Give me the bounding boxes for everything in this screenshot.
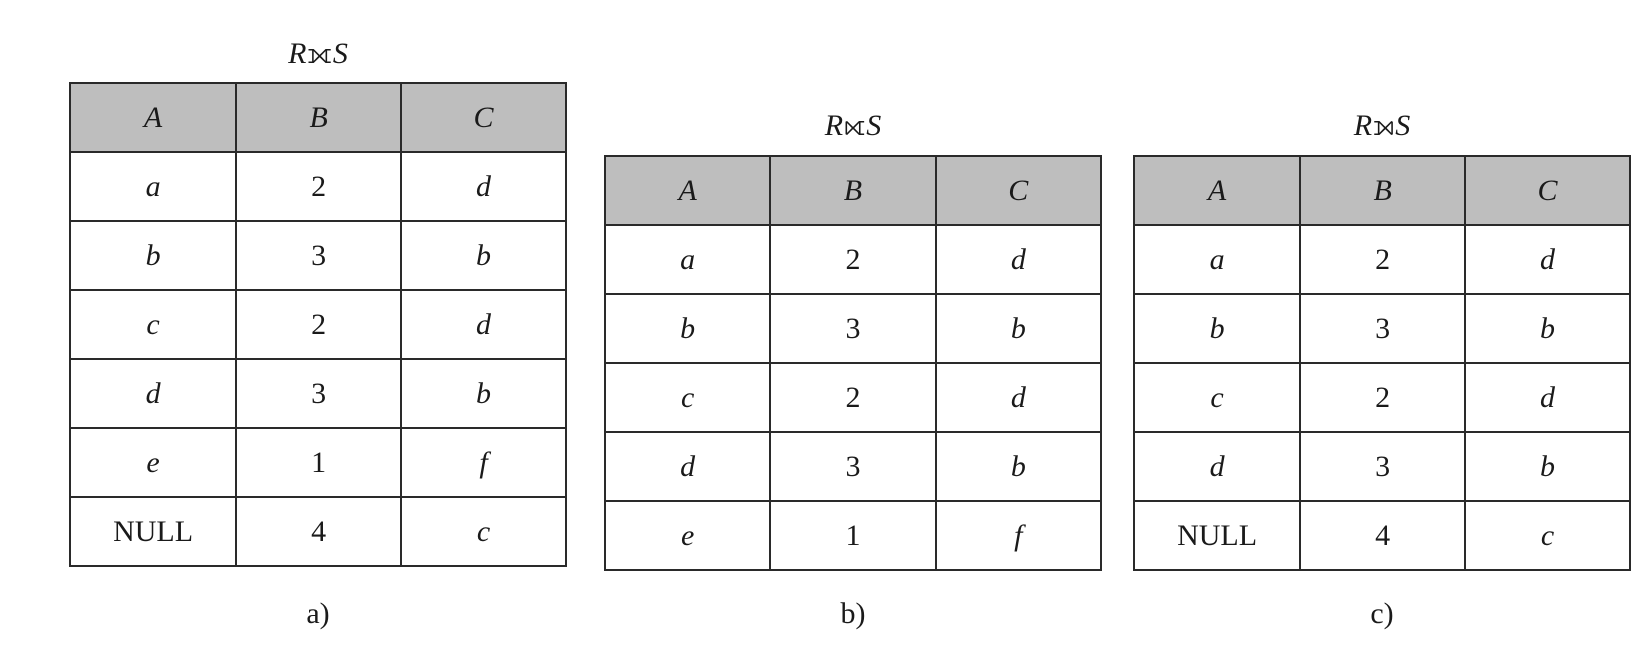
table-cell: NULL (68, 496, 238, 567)
table-cell: c (400, 496, 567, 567)
table-cell: 3 (235, 358, 403, 429)
relation-r-label: R (1353, 109, 1373, 142)
table-cell: f (400, 427, 567, 498)
relation-title: R⟗S (69, 34, 567, 75)
column-header: C (400, 82, 567, 153)
table-cell: 2 (235, 151, 403, 222)
column-header: A (68, 82, 238, 153)
table-cell: d (934, 362, 1103, 433)
table-cell: 2 (769, 362, 937, 433)
table-cell: f (934, 500, 1103, 571)
table-cell: b (934, 431, 1103, 502)
right-outer-join-symbol: ⟖ (844, 111, 866, 142)
table-cell: d (1464, 362, 1631, 433)
table-cell: 2 (1299, 224, 1467, 295)
table-cell: 2 (235, 289, 403, 360)
table-cell: 1 (235, 427, 403, 498)
table-cell: a (1132, 224, 1302, 295)
column-header: B (769, 155, 937, 226)
panel-caption: c) (1370, 597, 1394, 630)
column-header: C (934, 155, 1103, 226)
table-cell: 1 (769, 500, 937, 571)
relation-s-label: S (1395, 109, 1411, 142)
table-cell: c (68, 289, 238, 360)
table-cell: b (1464, 293, 1631, 364)
relation-r-label: R (824, 109, 844, 142)
table-cell: b (1464, 431, 1631, 502)
table-cell: a (603, 224, 772, 295)
table-cell: c (603, 362, 772, 433)
table-cell: a (68, 151, 238, 222)
panel-caption: b) (840, 597, 866, 630)
header-row: A B C (603, 155, 1103, 226)
table-cell: b (400, 358, 567, 429)
table-cell: d (400, 151, 567, 222)
table-cell: 4 (235, 496, 403, 567)
table-cell: 2 (1299, 362, 1467, 433)
column-header: C (1464, 155, 1631, 226)
table-cell: NULL (1132, 500, 1302, 571)
table-cell: 2 (769, 224, 937, 295)
table-cell: 3 (769, 293, 937, 364)
table-cell: 3 (769, 431, 937, 502)
table-cell: 3 (1299, 293, 1467, 364)
column-header: B (235, 82, 403, 153)
table-cell: b (68, 220, 238, 291)
table-cell: b (934, 293, 1103, 364)
table-cell: d (1464, 224, 1631, 295)
relation-s-label: S (866, 109, 882, 142)
relation-r-label: R (288, 37, 307, 70)
left-outer-join-symbol: ⟕ (1373, 111, 1395, 142)
table-cell: b (1132, 293, 1302, 364)
column-header: A (1132, 155, 1302, 226)
table-cell: d (934, 224, 1103, 295)
header-row: A B C (68, 82, 567, 153)
relation-s-label: S (332, 37, 348, 70)
table-cell: 4 (1299, 500, 1467, 571)
table-cell: c (1464, 500, 1631, 571)
panel-caption: a) (306, 597, 330, 630)
full-outer-join-symbol: ⟗ (307, 39, 332, 70)
table-cell: b (400, 220, 567, 291)
header-row: A B C (1132, 155, 1631, 226)
table-cell: 3 (235, 220, 403, 291)
table-cell: d (68, 358, 238, 429)
table-cell: b (603, 293, 772, 364)
relation-title: R⟖S (604, 106, 1102, 147)
table-cell: e (68, 427, 238, 498)
table-cell: d (1132, 431, 1302, 502)
column-header: A (603, 155, 772, 226)
table-cell: d (603, 431, 772, 502)
table-cell: d (400, 289, 567, 360)
relation-title: R⟕S (1133, 106, 1631, 147)
table-cell: 3 (1299, 431, 1467, 502)
table-cell: c (1132, 362, 1302, 433)
table-cell: e (603, 500, 772, 571)
column-header: B (1299, 155, 1467, 226)
